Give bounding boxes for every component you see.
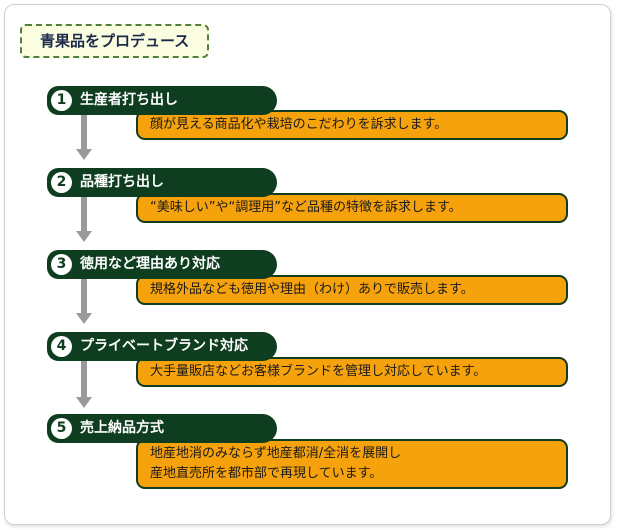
step-1-title: 1 生産者打ち出し <box>47 86 277 115</box>
description-line: 顔が見える商品化や栽培のこだわりを訴求します。 <box>150 117 448 132</box>
description-line: 地産地消のみならず地産都消/全消を展開し <box>150 446 402 461</box>
step-label: 品種打ち出し <box>80 174 164 190</box>
down-arrow-icon <box>76 112 92 160</box>
step-5-description: 地産地消のみならず地産都消/全消を展開し 産地直売所を都市部で再現しています。 <box>136 439 568 489</box>
step-5-title: 5 売上納品方式 <box>47 414 277 443</box>
step-number-badge: 2 <box>51 172 72 193</box>
step-number-badge: 3 <box>51 254 72 275</box>
step-3-title: 3 徳用など理由あり対応 <box>47 250 277 279</box>
section-header: 青果品をプロデュース <box>20 24 210 58</box>
step-number-badge: 4 <box>51 336 72 357</box>
description-line: “美味しい”や“調理用”など品種の特徴を訴求します。 <box>150 200 462 215</box>
step-2-title: 2 品種打ち出し <box>47 168 277 197</box>
step-number-badge: 5 <box>51 418 72 439</box>
description-line: 大手量販店などお客様ブランドを管理し対応しています。 <box>150 364 487 379</box>
down-arrow-icon <box>76 360 92 408</box>
step-label: 生産者打ち出し <box>80 92 178 108</box>
step-3-description: 規格外品なども徳用や理由（わけ）ありで販売します。 <box>136 275 568 305</box>
step-label: 徳用など理由あり対応 <box>80 256 220 272</box>
step-4-title: 4 プライベートブランド対応 <box>47 332 277 361</box>
description-line: 産地直売所を都市部で再現しています。 <box>150 466 383 481</box>
down-arrow-icon <box>76 276 92 324</box>
down-arrow-icon <box>76 194 92 242</box>
step-number-badge: 1 <box>51 90 72 111</box>
step-2-description: “美味しい”や“調理用”など品種の特徴を訴求します。 <box>136 193 568 223</box>
description-line: 規格外品なども徳用や理由（わけ）ありで販売します。 <box>150 282 474 297</box>
step-label: プライベートブランド対応 <box>80 338 248 354</box>
step-4-description: 大手量販店などお客様ブランドを管理し対応しています。 <box>136 357 568 387</box>
step-1-description: 顔が見える商品化や栽培のこだわりを訴求します。 <box>136 110 568 140</box>
step-label: 売上納品方式 <box>80 420 164 436</box>
